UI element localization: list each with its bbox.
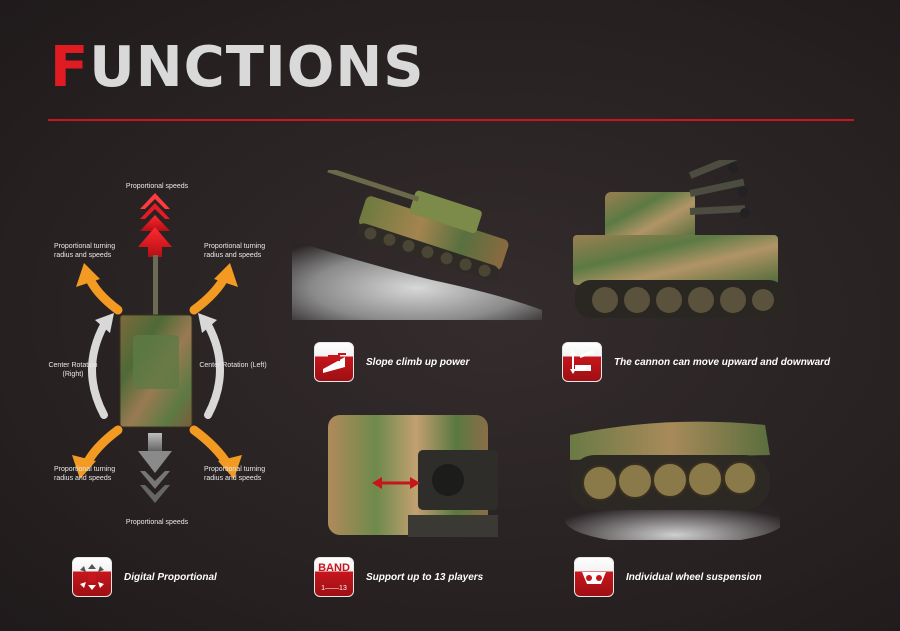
feature-slope-climb: Slope climb up power bbox=[314, 342, 469, 382]
feature-digital: Digital Proportional bbox=[72, 557, 217, 597]
cannon-barrel bbox=[153, 255, 158, 317]
band-icon-text: BAND bbox=[318, 562, 350, 574]
title-first-letter: F bbox=[50, 35, 90, 100]
feature-digital-label: Digital Proportional bbox=[124, 571, 217, 583]
cannon-elevation-icon bbox=[562, 342, 602, 382]
feature-band: BAND 1——13 Support up to 13 players bbox=[314, 557, 483, 597]
control-diagram: Proportional speeds Proportional turning… bbox=[40, 175, 290, 535]
label-turn-bottom-left: Proportional turning radius and speeds bbox=[54, 466, 116, 482]
label-turn-top-left: Proportional turning radius and speeds bbox=[54, 243, 116, 259]
photo-slope-climb bbox=[292, 170, 542, 320]
rotation-arrows bbox=[88, 321, 224, 419]
page-title: FUNCTIONS bbox=[50, 38, 425, 98]
reverse-arrow bbox=[138, 433, 172, 503]
feature-suspension-label: Individual wheel suspension bbox=[626, 571, 762, 583]
photo-suspension bbox=[565, 405, 780, 540]
forward-arrow bbox=[138, 193, 172, 257]
photo-receiver bbox=[318, 395, 508, 545]
photo-cannon bbox=[565, 160, 790, 335]
title-rest: UNCTIONS bbox=[89, 35, 425, 100]
label-top-speed: Proportional speeds bbox=[125, 183, 189, 190]
feature-band-label: Support up to 13 players bbox=[366, 571, 484, 583]
label-rotation-right: Center Rotation (Right) bbox=[48, 362, 98, 378]
digital-proportional-icon bbox=[72, 557, 112, 597]
feature-cannon: The cannon can move upward and downward bbox=[562, 342, 830, 382]
suspension-icon bbox=[574, 557, 614, 597]
title-divider bbox=[48, 119, 854, 121]
band-icon: BAND 1——13 bbox=[314, 557, 354, 597]
label-bottom-speed: Proportional speeds bbox=[125, 519, 189, 526]
diagram-arrows bbox=[72, 193, 242, 503]
feature-cannon-label: The cannon can move upward and downward bbox=[614, 356, 831, 368]
feature-slope-label: Slope climb up power bbox=[366, 356, 470, 368]
slope-climb-icon bbox=[314, 342, 354, 382]
band-icon-range: 1——13 bbox=[321, 585, 347, 592]
feature-suspension: Individual wheel suspension bbox=[574, 557, 762, 597]
label-turn-top-right: Proportional turning radius and speeds bbox=[204, 243, 266, 259]
label-rotation-left: Center Rotation (Left) bbox=[199, 362, 267, 369]
label-turn-bottom-right: Proportional turning radius and speeds bbox=[204, 466, 266, 482]
